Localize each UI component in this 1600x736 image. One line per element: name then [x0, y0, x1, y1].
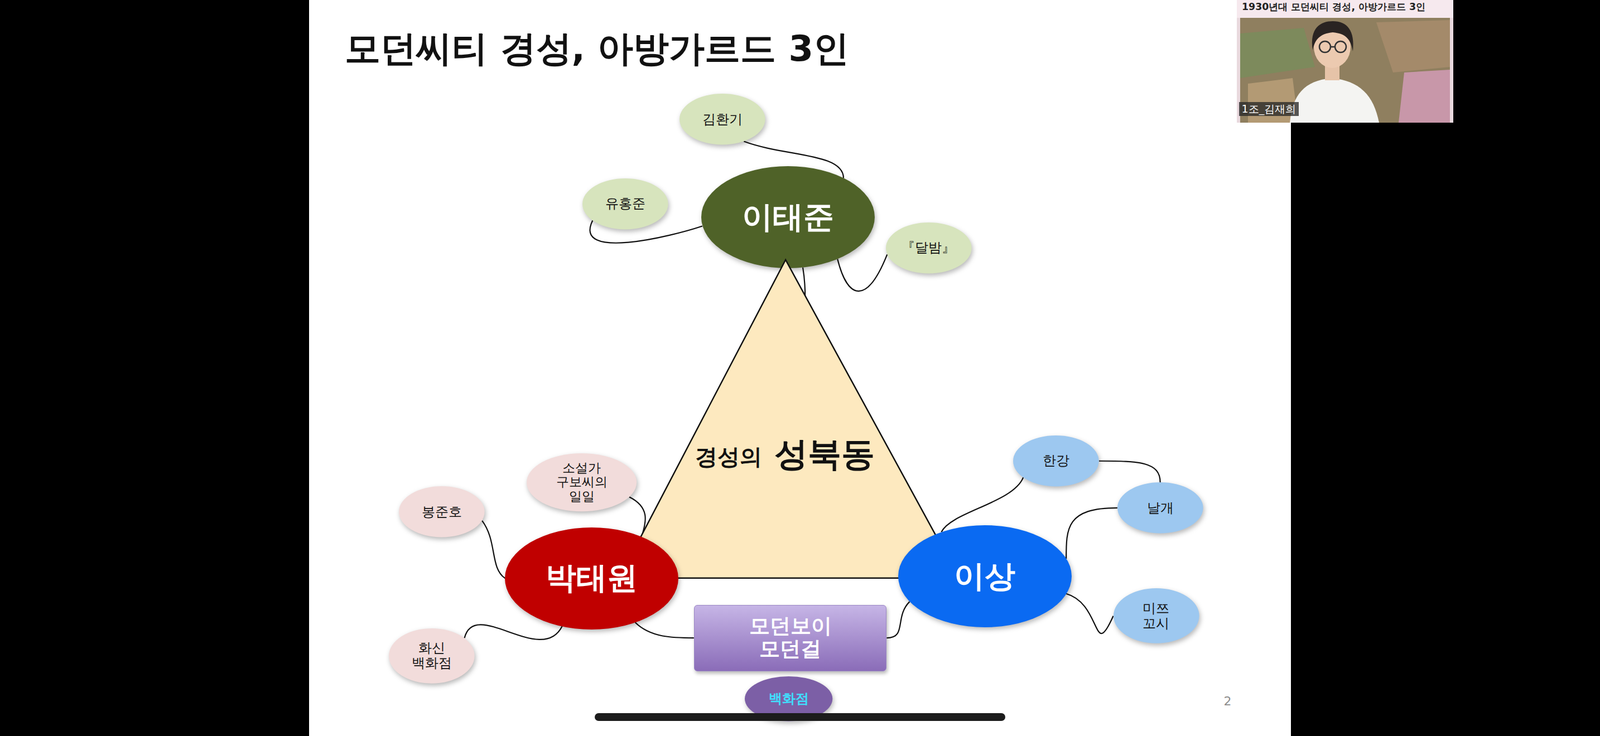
name-ellipse: 박태원 [504, 527, 679, 630]
text-stack: 유홍준 [605, 196, 646, 212]
name-ellipse: 이상 [898, 525, 1072, 628]
person-name: 이태준 [741, 200, 835, 235]
topic-label: 김환기 [702, 112, 743, 128]
person-glasses [1335, 41, 1347, 53]
slide-title: 모던씨티 경성, 아방가르드 3인 [344, 27, 850, 71]
home-indicator [594, 712, 1006, 722]
ellipse-fill [885, 222, 972, 274]
person-glasses [1319, 41, 1331, 53]
curved-connector [941, 477, 1024, 533]
person-shirt [1289, 78, 1380, 123]
ellipse-fill [398, 486, 485, 538]
text-stack: 『달밤』 [901, 240, 956, 256]
curved-connector [1066, 594, 1113, 634]
topic-label: 모던보이 모던걸 [745, 615, 836, 662]
person-hair [1312, 21, 1354, 52]
map-patch [1240, 27, 1315, 79]
text-stack: 화신 백화점 [410, 641, 453, 671]
triangle-region: 경성의 성북동 [619, 259, 959, 579]
ellipse-fill [701, 166, 875, 269]
map-patch [1376, 20, 1450, 73]
label-slot: 1930년대 모던씨티 경성, 아방가르드 3인 [1241, 1, 1426, 13]
topic-label: 소설가 구보씨의 일일 [553, 461, 610, 505]
name-ellipse: 화신 백화점 [388, 628, 475, 684]
ellipse-fill [504, 527, 679, 630]
curved-connector [464, 624, 563, 640]
text-stack: 이태준 [741, 200, 835, 235]
curved-connector [1099, 461, 1161, 483]
ellipse-fill [526, 453, 637, 512]
map-patch [1398, 69, 1450, 123]
region-prefix: 경성의 [695, 445, 763, 469]
name-ellipse: 유홍준 [582, 178, 669, 230]
name-ellipse: 한강 [1013, 435, 1100, 487]
participant-name: 1조_김재희 [1239, 102, 1300, 117]
ellipse-fill [744, 676, 833, 722]
topic-label: 날개 [1147, 500, 1174, 517]
triangle-shape [619, 259, 959, 579]
text-stack: 소설가 구보씨의 일일 [553, 461, 610, 505]
curved-connector [886, 601, 910, 639]
person-name: 이상 [953, 559, 1016, 594]
curved-connector [837, 254, 888, 292]
text-stack: 날개 [1147, 500, 1174, 517]
topic-label: 『달밤』 [901, 240, 956, 256]
text-stack: 박태원 [545, 561, 638, 596]
name-ellipse: 소설가 구보씨의 일일 [526, 453, 637, 512]
name-ellipse: 날개 [1117, 482, 1204, 534]
topic-label: 유홍준 [605, 196, 646, 212]
thumbnail-caption: 1930년대 모던씨티 경성, 아방가르드 3인 [1241, 1, 1426, 13]
ellipse-fill [679, 93, 766, 145]
label-slot: 1조_김재희 [1239, 102, 1300, 117]
topic-label: 봉준호 [421, 504, 462, 520]
thumbnail-strip [1236, 0, 1454, 18]
triangle-outline [619, 259, 959, 579]
person-name: 박태원 [545, 561, 638, 596]
topic-label: 백화점 [768, 691, 809, 707]
name-ellipse: 김환기 [679, 93, 766, 145]
name-ellipse: 이태준 [701, 166, 875, 269]
ellipse-fill [1113, 588, 1200, 644]
curved-connector [1066, 508, 1118, 559]
ellipse-fill [1117, 482, 1204, 534]
ellipse-fill [388, 628, 475, 684]
concept-box: 모던보이 모던걸 [694, 605, 888, 672]
ellipse-fill [1013, 435, 1100, 487]
home-indicator-bar [594, 713, 1006, 722]
text-slot: 성북동 [774, 437, 875, 471]
topic-label: 화신 백화점 [410, 641, 453, 671]
text-stack: 봉준호 [421, 504, 462, 520]
text-stack: 한강 [1042, 453, 1070, 469]
region-name: 성북동 [774, 437, 875, 471]
title-slot: 모던씨티 경성, 아방가르드 3인 [344, 27, 850, 71]
curved-connector [482, 521, 505, 579]
name-ellipse: 봉준호 [398, 486, 485, 538]
map-patch [1247, 78, 1299, 123]
ellipse-fill [582, 178, 669, 230]
topic-label: 미쯔 꼬시 [1140, 601, 1173, 631]
label-slot: 2 [1223, 694, 1232, 710]
curved-connector [629, 497, 646, 537]
text-stack: 이상 [953, 559, 1016, 594]
ellipse-fill [898, 525, 1072, 628]
name-ellipse: 미쯔 꼬시 [1113, 588, 1200, 644]
text-stack: 미쯔 꼬시 [1140, 601, 1173, 631]
text-stack: 김환기 [702, 112, 743, 128]
topic-label: 한강 [1042, 453, 1070, 469]
name-ellipse: 『달밤』 [885, 222, 972, 274]
text-slot: 경성의 [695, 445, 763, 469]
thumbnail-frame [1236, 0, 1454, 123]
text-stack: 백화점 [768, 691, 809, 707]
page-number: 2 [1223, 694, 1232, 710]
person-glasses [1330, 46, 1336, 48]
text-stack: 모던보이 모던걸 [745, 615, 836, 662]
curved-connector [635, 622, 695, 639]
